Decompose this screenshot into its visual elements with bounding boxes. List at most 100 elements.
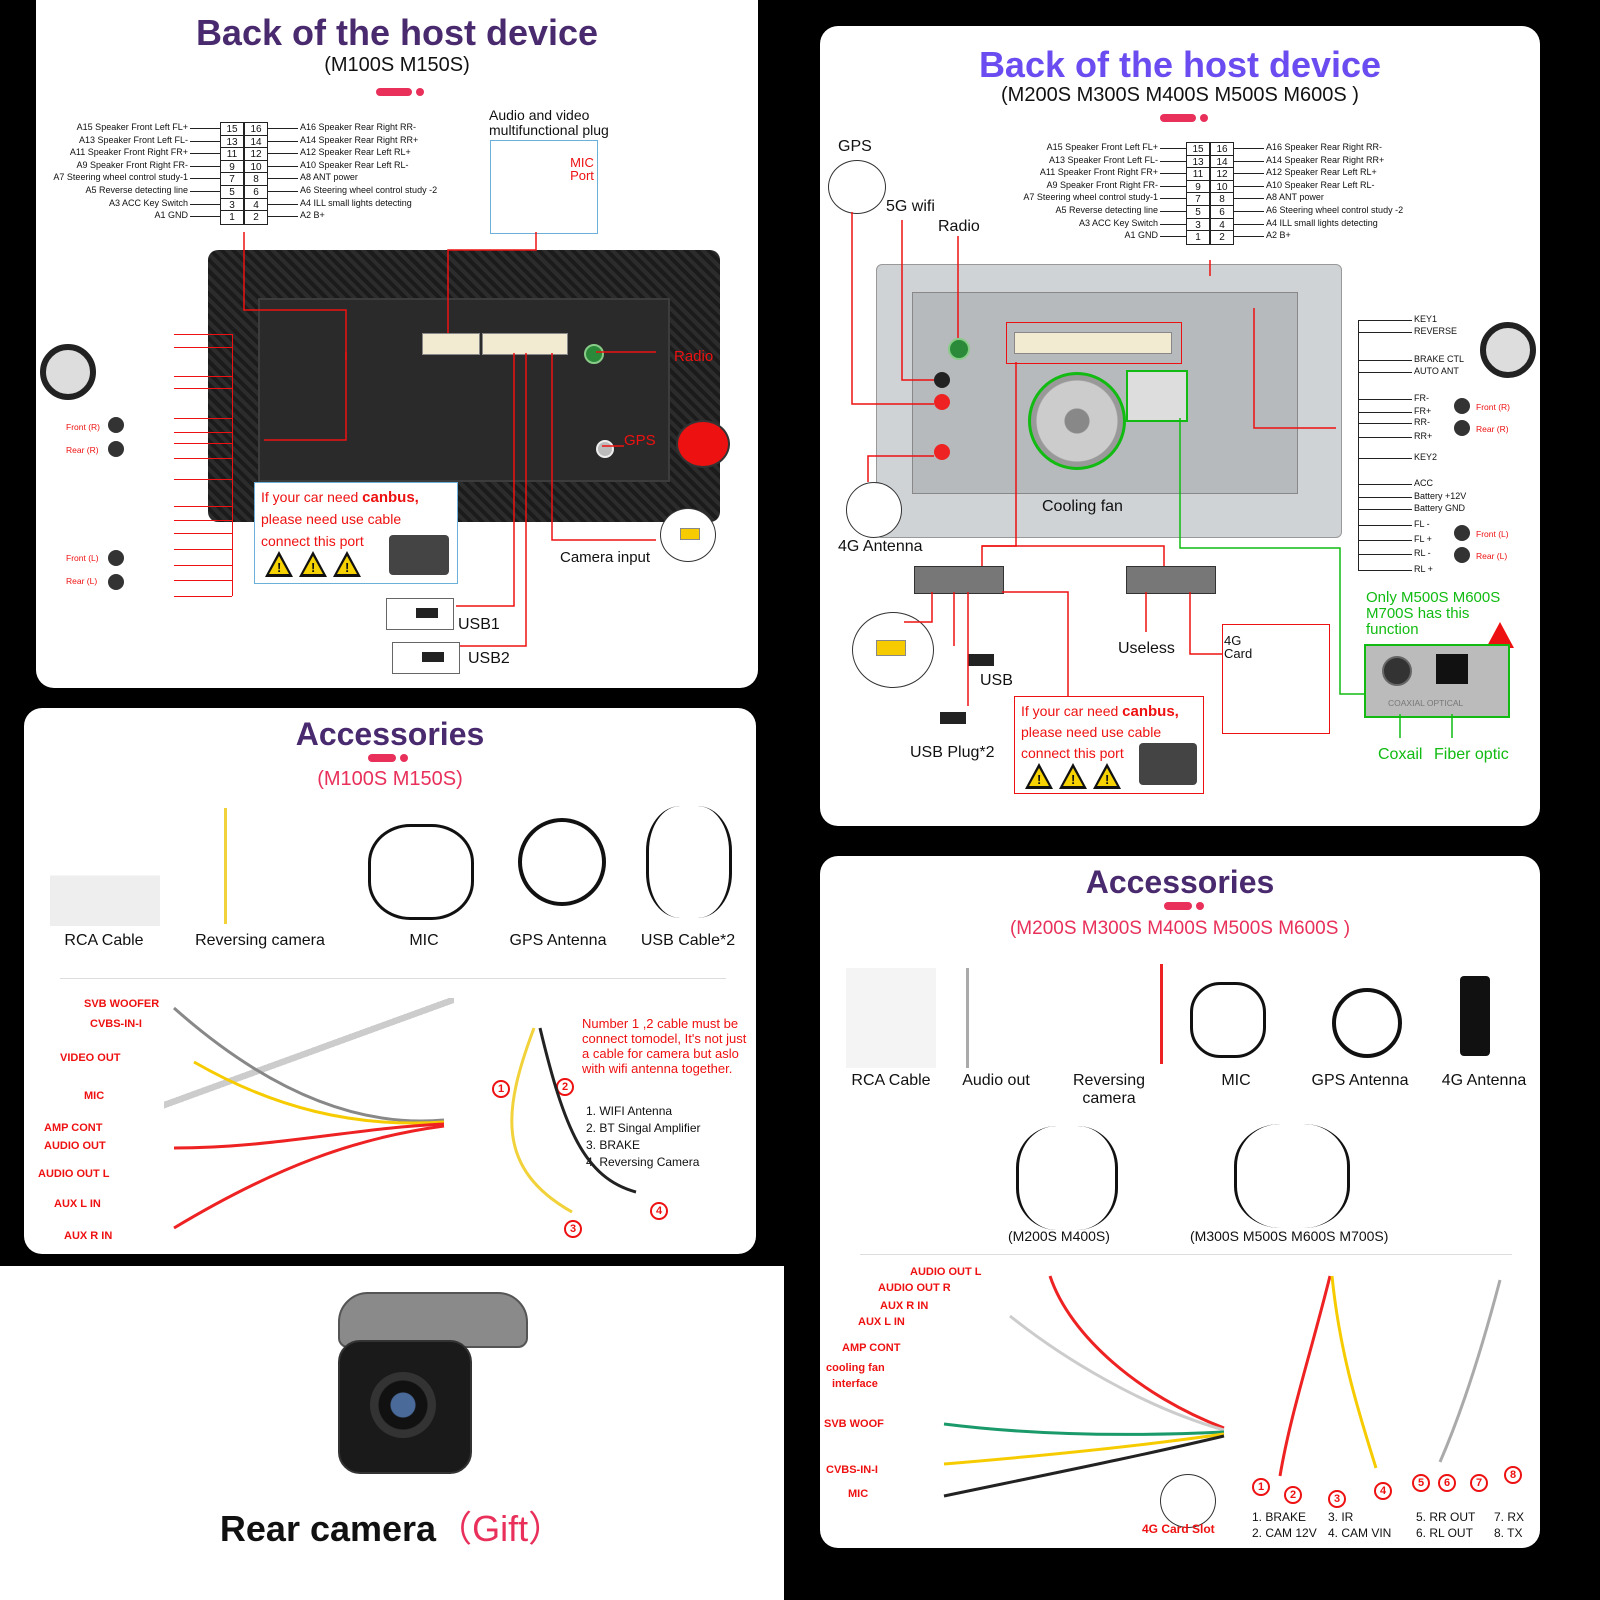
wifi-port bbox=[934, 372, 950, 388]
pin-cell: 10 bbox=[244, 159, 268, 175]
pin-label-left: A15 Speaker Front Left FL+ bbox=[1046, 142, 1158, 152]
wire-line bbox=[1358, 458, 1412, 459]
harness-label: SVB WOOF bbox=[824, 1418, 884, 1430]
pin-leader bbox=[1234, 223, 1264, 225]
harness-label: AUDIO OUT L bbox=[910, 1266, 982, 1278]
mic-image bbox=[1190, 982, 1266, 1058]
pin-label-left: A5 Reverse detecting line bbox=[85, 185, 188, 195]
wire-label: FR+ bbox=[1414, 406, 1432, 416]
cable-list-item: 2. BT Singal Amplifier bbox=[586, 1121, 701, 1135]
gps-antenna-image bbox=[518, 818, 606, 906]
canbus-text: If your car need bbox=[261, 489, 363, 505]
4g-card-label: 4G Card bbox=[1224, 633, 1253, 661]
panel-back-m200s: Back of the host device (M200S M300S M40… bbox=[820, 26, 1540, 826]
audio-out-image bbox=[966, 968, 1029, 1068]
pin-legend: 7. RX bbox=[1494, 1510, 1525, 1524]
pin-leader bbox=[1160, 211, 1186, 212]
wire-line bbox=[1358, 399, 1412, 400]
radio-port bbox=[948, 338, 970, 360]
gps-antenna-icon bbox=[676, 420, 730, 468]
canbus-text-3: connect this port bbox=[261, 533, 364, 549]
wire-line bbox=[1358, 570, 1412, 571]
wire-label: RL - bbox=[1414, 548, 1431, 558]
usb1-label: USB1 bbox=[458, 616, 500, 633]
speaker-icon bbox=[108, 574, 124, 590]
coaxial-port bbox=[1126, 370, 1188, 422]
wire-label: KEY2 bbox=[1414, 452, 1438, 462]
panel-back-m100s: Back of the host device (M100S M150S) 15… bbox=[36, 0, 758, 688]
panel1-leader-lines bbox=[243, 232, 656, 647]
pin-label-left: A15 Speaker Front Left FL+ bbox=[76, 122, 188, 132]
harness-label: AUX L IN bbox=[858, 1316, 905, 1328]
usb-cable-image bbox=[1016, 1126, 1118, 1230]
speaker-icon bbox=[1454, 525, 1470, 541]
canbus-port-image bbox=[389, 535, 449, 575]
optical-jack bbox=[1436, 654, 1468, 684]
connector-block bbox=[422, 333, 480, 355]
wire-label: FL + bbox=[1414, 534, 1432, 544]
pin-leader bbox=[1234, 185, 1264, 187]
acc-item-label: MIC bbox=[409, 932, 439, 949]
gps-label: GPS bbox=[624, 432, 656, 449]
gps-label: GPS bbox=[838, 138, 872, 155]
wire-line bbox=[174, 506, 232, 507]
wire-line bbox=[174, 596, 232, 597]
acc-item-label: GPS Antenna bbox=[509, 932, 607, 949]
pin-label-right: A6 Steering wheel control study -2 bbox=[1266, 205, 1404, 215]
pin-legend: 3. IR bbox=[1328, 1510, 1354, 1524]
pin-label-right: A12 Speaker Rear Left RL+ bbox=[1266, 167, 1377, 178]
panel-accessories-m200s: Accessories (M200S M300S M400S M500S M60… bbox=[820, 856, 1540, 1548]
cable-number: 3 bbox=[564, 1220, 582, 1238]
front-l-label: Front (L) bbox=[1476, 529, 1509, 539]
warning-icon: ! bbox=[265, 551, 293, 577]
pin-label-right: A10 Speaker Rear Left RL- bbox=[300, 159, 409, 170]
camera-bracket bbox=[338, 1292, 528, 1348]
harness-label: VIDEO OUT bbox=[60, 1052, 121, 1064]
pin-leader bbox=[190, 140, 220, 142]
usb-image bbox=[392, 642, 460, 674]
harness-label: AMP CONT bbox=[44, 1122, 103, 1134]
speaker-icon bbox=[1454, 398, 1470, 414]
cable-number: 1 bbox=[1252, 1478, 1270, 1496]
4g-card-slot-label: 4G Card Slot bbox=[1142, 1522, 1215, 1536]
pin-label-right: A12 Speaker Rear Left RL+ bbox=[300, 147, 411, 158]
pin-leader bbox=[1234, 148, 1264, 149]
pin-cell: 8 bbox=[1210, 192, 1234, 208]
wire-line bbox=[174, 580, 232, 581]
pin-leader bbox=[1160, 173, 1186, 175]
usb-label: USB bbox=[980, 672, 1013, 689]
wire-label: Battery +12V bbox=[1414, 491, 1467, 501]
wire-line bbox=[1358, 509, 1412, 510]
pin-leader bbox=[1234, 198, 1264, 200]
harness-label: AMP CONT bbox=[842, 1342, 901, 1354]
pin-label-left: A13 Speaker Front Left FL- bbox=[78, 134, 188, 145]
pin-label-right: A14 Speaker Rear Right RR+ bbox=[1266, 154, 1385, 165]
cable-number: 8 bbox=[1504, 1466, 1522, 1484]
wire-label: ACC bbox=[1414, 478, 1434, 488]
acc-item-label: MIC bbox=[1221, 1072, 1251, 1089]
pin-leader bbox=[268, 153, 298, 155]
fiber-optic-label: Fiber optic bbox=[1434, 746, 1509, 763]
wire-line bbox=[1358, 554, 1412, 555]
acc-item-label: USB Cable*2 bbox=[640, 932, 736, 949]
warning-icon: ! bbox=[1025, 763, 1053, 789]
page-title: Back of the host device bbox=[195, 12, 599, 53]
pin-label-right: A4 ILL small lights detecting bbox=[300, 197, 412, 208]
mic-port-label: MIC Port bbox=[570, 155, 594, 183]
pin-label-right: A2 B+ bbox=[300, 210, 325, 221]
wire-line bbox=[1358, 332, 1412, 333]
gps-port bbox=[596, 440, 614, 458]
wire-line bbox=[174, 388, 232, 389]
wire-line bbox=[174, 479, 232, 480]
pin-label-left: A11 Speaker Front Right FR+ bbox=[1039, 167, 1158, 178]
wire-bus bbox=[1358, 320, 1359, 570]
usb-plug-icon bbox=[416, 608, 438, 618]
speaker-icon bbox=[1454, 547, 1470, 563]
warning-icon: ! bbox=[299, 551, 327, 577]
model-subtitle: (M100S M150S) bbox=[324, 54, 470, 76]
4g-port bbox=[934, 444, 950, 460]
wire-line bbox=[1358, 484, 1412, 485]
title-dot bbox=[1196, 902, 1204, 910]
pin-cell: 2 bbox=[1210, 230, 1234, 246]
